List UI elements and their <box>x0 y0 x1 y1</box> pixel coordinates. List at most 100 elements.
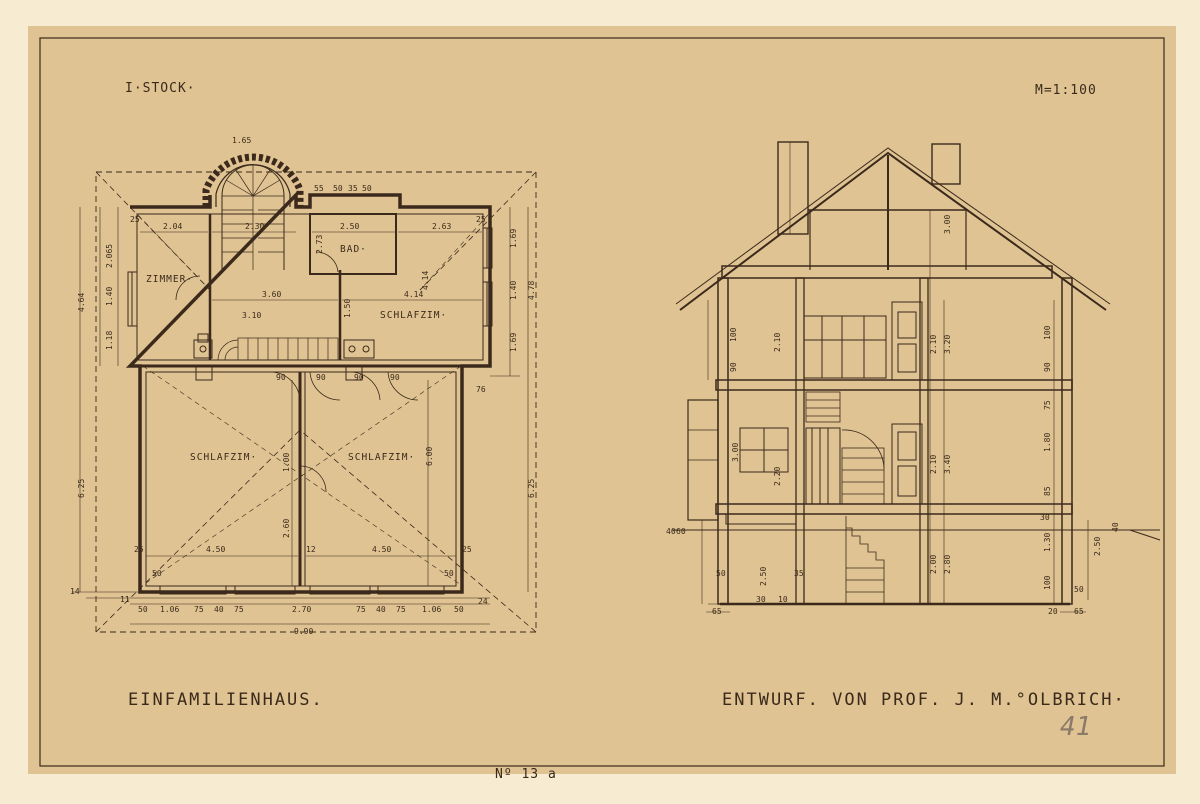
dim-bad-width: 2.50 <box>340 222 359 231</box>
sec-dim-r90: 90 <box>1043 362 1052 372</box>
dim-right-a: 1.69 <box>509 229 518 248</box>
dim-100: 1.00 <box>282 453 291 472</box>
sec-dim-r250: 2.50 <box>1093 537 1102 556</box>
sec-dim-r85: 85 <box>1043 486 1052 496</box>
dim-c-14: 14 <box>70 587 80 596</box>
dim-right-width: 2.63 <box>432 222 451 231</box>
roof-hip-ne <box>419 171 537 291</box>
dim-room-width: 4.14 <box>404 290 423 299</box>
dim-c-25a: 25 <box>130 215 140 224</box>
floor-label: I·STOCK· <box>125 81 196 96</box>
dim-top-50a: 50 <box>333 184 343 193</box>
dim-left-total: 4.64 <box>77 293 86 312</box>
section-dimension-lines <box>701 210 1089 613</box>
dim-12: 12 <box>306 545 316 554</box>
title-right: ENTWURF. VON PROF. J. M.°OLBRICH· <box>722 690 1126 710</box>
sec-dim-c210b: 2.10 <box>929 455 938 474</box>
chimney-left <box>777 141 809 235</box>
sec-dim-50: 50 <box>716 569 726 578</box>
dim-b-106b: 1.06 <box>422 605 441 614</box>
sec-dim-220: 2.20 <box>773 467 782 486</box>
sec-dim-c300: 3.00 <box>943 215 952 234</box>
scale-label: M=1:100 <box>1035 83 1097 98</box>
room-schlafzim-upper: SCHLAFZIM· <box>380 310 447 321</box>
dim-b-50a: 50 <box>138 605 148 614</box>
dim-top-35: 35 <box>348 184 358 193</box>
sec-dim-r65: 65 <box>1074 607 1084 616</box>
sec-dim-r100b: 100 <box>1043 575 1052 590</box>
section-dimensions: 90 100 2.10 3.00 2.20 40 60 50 2.50 65 3… <box>666 215 1120 616</box>
sec-dim-r100: 100 <box>1043 325 1052 340</box>
outer-walls <box>125 190 492 594</box>
dim-b-270: 2.70 <box>292 605 311 614</box>
ceiling-diagonal-b <box>142 365 462 586</box>
roof-outline <box>95 171 537 633</box>
dim-90b: 90 <box>316 373 326 382</box>
stair-tower-wall <box>202 153 304 207</box>
sec-dim-100a: 100 <box>729 327 738 342</box>
dim-273: 2.73 <box>315 235 324 254</box>
room-schlafzim-right: SCHLAFZIM· <box>348 452 415 463</box>
dim-c-50a: 50 <box>152 569 162 578</box>
sec-dim-c200: 2.00 <box>929 555 938 574</box>
section-stairs <box>805 391 885 605</box>
dim-150: 1.50 <box>343 299 352 318</box>
wall-inner-left <box>795 277 805 605</box>
sec-dim-r30: 30 <box>1040 513 1050 522</box>
dim-b-40a: 40 <box>214 605 224 614</box>
title-left: EINFAMILIENHAUS. <box>128 690 324 710</box>
dim-hall-width: 3.60 <box>262 290 281 299</box>
sec-dim-10: 10 <box>778 595 788 604</box>
sec-dim-r130: 1.30 <box>1043 533 1052 552</box>
sheet-number: Nº 13 a <box>495 767 557 782</box>
dim-stair-width: 2.30 <box>245 222 264 231</box>
dim-90a: 90 <box>276 373 286 382</box>
dim-310: 3.10 <box>242 311 261 320</box>
sec-dim-r75: 75 <box>1043 400 1052 410</box>
dim-total-width: 9.90 <box>294 627 313 636</box>
terrace-slab <box>725 513 797 525</box>
dim-76: 76 <box>476 385 486 394</box>
dim-top-50b: 50 <box>362 184 372 193</box>
straight-stair <box>217 337 339 361</box>
room-zimmer: ZIMMER· <box>146 274 193 285</box>
dim-c-25d: 25 <box>462 545 472 554</box>
dim-b-75d: 75 <box>396 605 406 614</box>
door-swings <box>175 251 419 493</box>
dim-b-106a: 1.06 <box>160 605 179 614</box>
sec-dim-r40: 40 <box>1111 522 1120 532</box>
terrain-right <box>1072 529 1161 541</box>
sec-dim-c210a: 2.10 <box>929 335 938 354</box>
wall-right <box>1061 277 1073 605</box>
spiral-stair-treads <box>222 165 284 270</box>
sec-dim-65: 65 <box>712 607 722 616</box>
dim-c-25c: 25 <box>134 545 144 554</box>
dim-c-50b: 50 <box>444 569 454 578</box>
sec-dim-r50: 50 <box>1074 585 1084 594</box>
dim-c-25b: 25 <box>476 215 486 224</box>
roof-line <box>679 151 1107 311</box>
roof-hip-sw <box>95 429 301 633</box>
dim-left-c: 1.18 <box>105 331 114 350</box>
dim-b-75a: 75 <box>194 605 204 614</box>
floor-plan <box>72 153 537 633</box>
sec-dim-30a: 30 <box>756 595 766 604</box>
dim-b-50b: 50 <box>454 605 464 614</box>
attic-floor-beam <box>721 265 1053 279</box>
sec-dim-250: 2.50 <box>759 567 768 586</box>
dim-600: 6.00 <box>425 447 434 466</box>
sec-dim-35: 35 <box>794 569 804 578</box>
dim-room-left: 4.50 <box>206 545 225 554</box>
dim-b-75c: 75 <box>356 605 366 614</box>
sec-dim-r180: 1.80 <box>1043 433 1052 452</box>
dim-top-55a: 55 <box>314 184 324 193</box>
sheet-border <box>39 37 1165 767</box>
plan-dimension-lines <box>72 207 529 625</box>
paper-sheet <box>28 26 1176 774</box>
pencil-mark: 41 <box>1060 712 1091 742</box>
roof-hip-se <box>299 429 537 633</box>
sec-dim-60: 60 <box>676 527 686 536</box>
dim-left-b: 1.40 <box>105 287 114 306</box>
